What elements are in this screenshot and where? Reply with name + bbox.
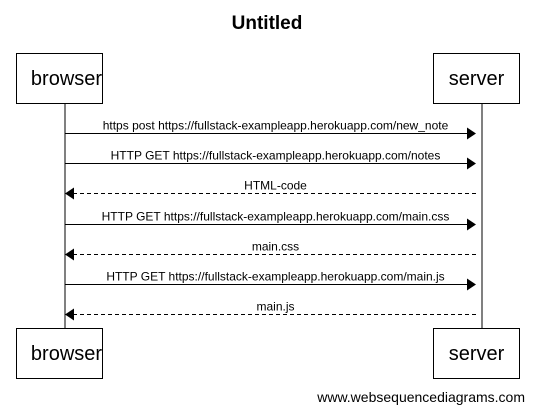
message-6: HTTP GET https://fullstack-exampleapp.he… <box>65 270 476 291</box>
participant-box <box>433 328 520 379</box>
participant-browser-top: browser <box>16 53 103 104</box>
diagram-title: Untitled <box>232 13 303 34</box>
message-4: HTTP GET https://fullstack-exampleapp.he… <box>65 210 476 231</box>
participant-server-top: server <box>433 53 520 104</box>
lifelines <box>64 103 483 328</box>
arrow-head <box>467 218 476 231</box>
message-1: https post https://fullstack-exampleapp.… <box>65 119 476 140</box>
participants-bottom: browser server <box>16 328 520 379</box>
participant-label: browser <box>31 343 102 365</box>
message-7: main.js <box>65 300 476 321</box>
message-label: main.js <box>256 300 294 314</box>
arrow-head <box>65 308 74 321</box>
messages: https post https://fullstack-exampleapp.… <box>65 119 476 321</box>
message-3: HTML-code <box>65 179 476 200</box>
arrow-head <box>65 187 74 200</box>
participant-label: browser <box>31 68 102 90</box>
message-label: HTML-code <box>244 179 307 193</box>
arrow-head <box>467 278 476 291</box>
participant-box <box>16 328 103 379</box>
participant-box <box>433 53 520 104</box>
message-2: HTTP GET https://fullstack-exampleapp.he… <box>65 149 476 170</box>
participant-label: server <box>449 343 505 365</box>
participant-label: server <box>449 68 505 90</box>
message-label: HTTP GET https://fullstack-exampleapp.he… <box>102 210 450 224</box>
message-label: HTTP GET https://fullstack-exampleapp.he… <box>106 270 444 284</box>
participant-browser-bottom: browser <box>16 328 103 379</box>
message-label: https post https://fullstack-exampleapp.… <box>103 119 449 133</box>
arrow-head <box>467 157 476 170</box>
participant-server-bottom: server <box>433 328 520 379</box>
participant-box <box>16 53 103 104</box>
arrow-head <box>65 248 74 261</box>
message-label: main.css <box>252 240 299 254</box>
message-label: HTTP GET https://fullstack-exampleapp.he… <box>111 149 441 163</box>
footer-credit: www.websequencediagrams.com <box>316 389 525 405</box>
arrow-head <box>467 127 476 140</box>
message-5: main.css <box>65 240 476 261</box>
participants-top: browser server <box>16 53 520 104</box>
